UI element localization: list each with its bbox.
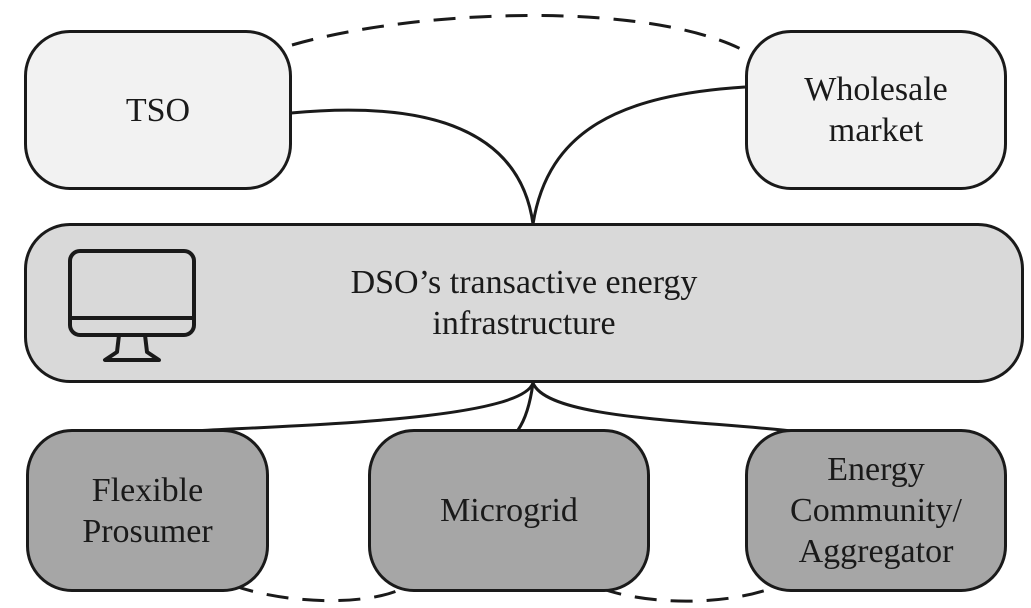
dso-label-line-1: DSO’s transactive energy xyxy=(350,264,698,301)
link-wholesale-dso xyxy=(531,85,746,225)
wholesale-market-node: Wholesale market xyxy=(745,30,1007,190)
link-dso-flexible xyxy=(193,382,535,433)
dashed-link-tso-wholesale xyxy=(291,14,753,57)
community-label-line-3: Aggregator xyxy=(798,533,954,570)
microgrid-label: Microgrid xyxy=(440,492,578,529)
link-dso-community xyxy=(531,382,801,434)
link-tso-dso xyxy=(290,108,535,225)
microgrid-node: Microgrid xyxy=(368,429,650,592)
wholesale-label-line-1: Wholesale xyxy=(804,71,948,108)
dashed-link-flexible-microgrid xyxy=(231,582,411,603)
community-label-line-1: Energy xyxy=(827,451,925,488)
monitor-icon xyxy=(68,249,196,362)
dso-label-line-2: infrastructure xyxy=(432,305,616,342)
link-dso-microgrid xyxy=(516,382,535,431)
flexible-prosumer-node: Flexible Prosumer xyxy=(26,429,269,592)
dso-label: DSO’s transactive energy infrastructure xyxy=(27,226,1021,380)
community-label-line-2: Community/ xyxy=(790,492,962,529)
dashed-link-microgrid-community xyxy=(599,583,781,603)
dso-infrastructure-node: DSO’s transactive energy infrastructure xyxy=(24,223,1024,383)
flexible-label-line-2: Prosumer xyxy=(82,512,213,550)
tso-label: TSO xyxy=(125,91,191,129)
tso-node: TSO xyxy=(24,30,292,190)
energy-community-node: Energy Community/ Aggregator xyxy=(745,429,1007,592)
wholesale-label-line-2: market xyxy=(828,112,924,149)
flexible-label-line-1: Flexible xyxy=(91,471,204,509)
